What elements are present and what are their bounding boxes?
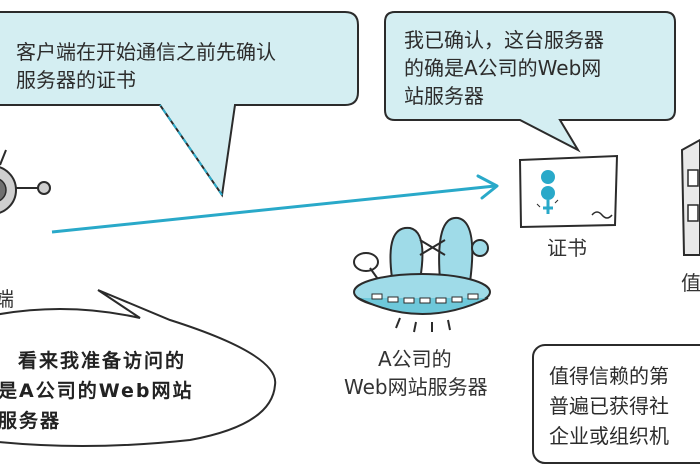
- confirm-bubble-line-3: 站服务器: [404, 84, 484, 108]
- confirm-speech-bubble: [384, 11, 676, 153]
- client-robot-icon: [0, 149, 51, 214]
- certificate-label: 证书: [547, 236, 587, 260]
- certificate-icon: [518, 154, 619, 229]
- trusted-party-box: [532, 344, 700, 464]
- thought-line-3: 服务器: [0, 410, 62, 432]
- server-ufo-icon: [353, 216, 491, 333]
- confirm-bubble-line-2: 的确是A公司的Web网: [404, 56, 602, 80]
- trusted-party-label: 值: [681, 271, 700, 295]
- thought-line-2: 是A公司的Web网站: [0, 380, 194, 402]
- trusted-building-icon: [680, 138, 700, 256]
- client-bubble-line-1: 客户端在开始通信之前先确认: [16, 40, 276, 64]
- client-bubble-line-2: 服务器的证书: [16, 68, 136, 92]
- thought-bubble: [0, 289, 277, 447]
- request-arrow: [51, 174, 499, 234]
- trusted-box-line-1: 值得信赖的第: [549, 364, 669, 388]
- thought-line-1: 看来我准备访问的: [18, 350, 187, 372]
- client-speech-bubble: [0, 11, 359, 198]
- client-bubble-tail-dash: [159, 104, 223, 196]
- trusted-box-line-3: 企业或组织机: [549, 424, 669, 448]
- server-label-line-2: Web网站服务器: [344, 375, 488, 399]
- confirm-bubble-line-1: 我已确认，这台服务器: [404, 28, 604, 52]
- server-label-line-1: A公司的: [378, 347, 452, 371]
- trusted-box-line-2: 普遍已获得社: [549, 394, 669, 418]
- client-label: 端: [0, 287, 14, 311]
